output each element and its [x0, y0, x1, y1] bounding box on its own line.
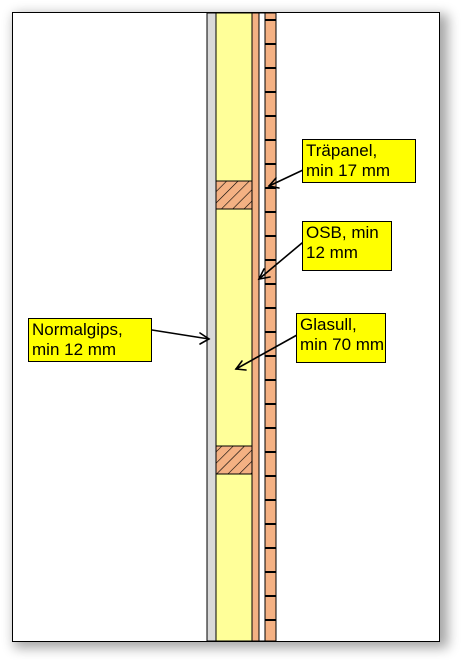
stud-lower: [215, 445, 253, 475]
label-glasull-line2: min 70 mm: [300, 335, 385, 354]
label-normalgips-line2: min 12 mm: [32, 340, 117, 359]
arrow-osb: [257, 242, 303, 281]
arrow-trapanel: [267, 169, 304, 189]
label-trapanel: Träpanel, min 17 mm: [302, 139, 416, 183]
gypsum-board-layer: [206, 12, 217, 642]
wood-panel-joints: [265, 19, 276, 621]
stud-upper: [215, 180, 253, 210]
label-normalgips: Normalgips, min 12 mm: [28, 318, 152, 362]
label-osb: OSB, min 12 mm: [302, 221, 392, 271]
label-glasull: Glasull, min 70 mm: [296, 313, 386, 363]
label-normalgips-line1: Normalgips,: [32, 320, 123, 339]
arrow-normalgips: [151, 329, 211, 345]
osb-board-layer: [251, 12, 260, 642]
label-osb-line1: OSB, min: [306, 223, 379, 242]
wood-panel-layer: [264, 12, 277, 642]
batten-layer: [258, 12, 266, 642]
label-glasull-line1: Glasull,: [300, 315, 357, 334]
label-trapanel-line2: min 17 mm: [306, 161, 391, 180]
label-osb-line2: 12 mm: [306, 243, 358, 262]
insulation-layer: [215, 12, 253, 642]
label-trapanel-line1: Träpanel,: [306, 141, 378, 160]
arrow-glasull: [234, 334, 298, 371]
